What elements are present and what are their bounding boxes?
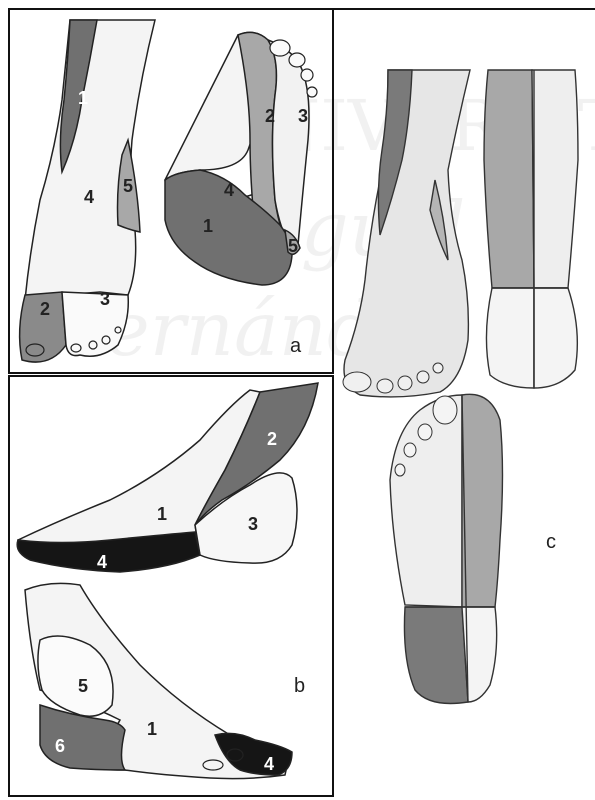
c-back-left-upper [484,70,534,288]
panel-c-back-view [484,70,578,388]
c-sole-heel-medial [404,607,468,704]
c-back-right-upper [532,70,578,288]
c-back-left-heel [486,288,534,388]
label-a-front-3: 3 [100,289,110,309]
panel-b-medial-view: 5 6 1 4 [25,583,292,778]
label-b-lateral-3: 3 [248,514,258,534]
panel-b-label: b [294,675,305,697]
label-a-sole-5: 5 [288,236,298,256]
panel-a-label: a [290,335,302,357]
label-a-front-2: 2 [40,299,50,319]
panel-c-sole-view [390,394,503,703]
panel-a-sole-view: 2 3 4 1 5 [165,32,317,285]
c-sole-lateral [462,394,503,607]
label-a-sole-2: 2 [265,106,275,126]
label-a-sole-4: 4 [224,180,234,200]
label-a-front-4: 4 [84,187,94,207]
label-a-sole-3: 3 [298,106,308,126]
panel-b-lateral-view: 2 1 3 4 [17,383,318,572]
label-b-medial-1: 1 [147,719,157,739]
label-b-medial-4: 4 [264,754,274,774]
panel-c-label: c [546,531,556,553]
label-b-lateral-2: 2 [267,429,277,449]
label-a-front-5: 5 [123,176,133,196]
c-back-right-heel [534,288,577,388]
label-b-lateral-1: 1 [157,504,167,524]
label-a-front-1: 1 [78,88,88,108]
label-b-medial-6: 6 [55,736,65,756]
label-b-medial-5: 5 [78,676,88,696]
label-a-sole-1: 1 [203,216,213,236]
label-b-lateral-4: 4 [97,552,107,572]
